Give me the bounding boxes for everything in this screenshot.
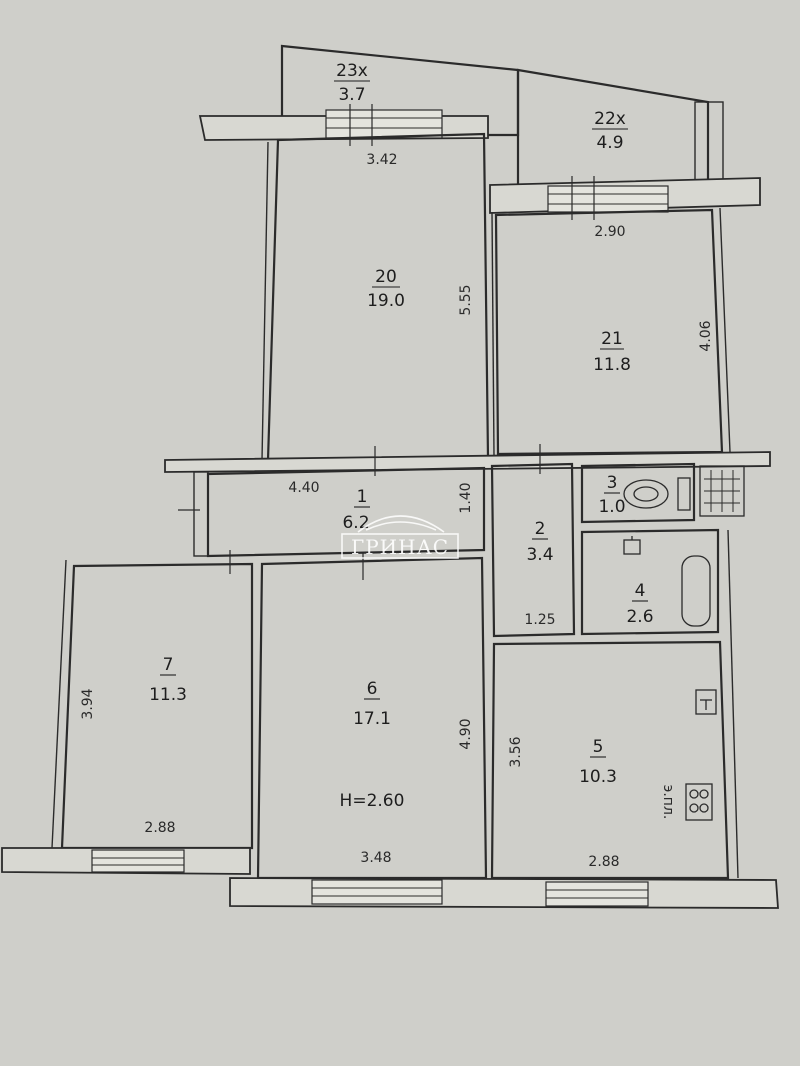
toilet-bowl-icon bbox=[623, 479, 669, 509]
dim-room-21-width: 2.90 bbox=[594, 224, 625, 240]
room-20-wall-left-outer bbox=[261, 141, 269, 461]
window-room-7 bbox=[91, 849, 185, 873]
room-5-wall-right-outer bbox=[727, 529, 739, 879]
room-23-number: 23х bbox=[336, 61, 368, 81]
room-20-wall-right-outer bbox=[491, 211, 495, 457]
bathtub-icon bbox=[681, 555, 711, 627]
window-room-20 bbox=[325, 104, 443, 146]
dim-corridor-width: 1.40 bbox=[458, 482, 474, 513]
room-3-area: 1.0 bbox=[598, 497, 625, 517]
room-1-area: 6.2 bbox=[342, 513, 369, 533]
dim-room-5-width: 2.88 bbox=[588, 854, 619, 870]
toilet-tank bbox=[677, 477, 691, 511]
dim-hall-width: 1.25 bbox=[524, 612, 555, 628]
room-23-area: 3.7 bbox=[338, 85, 365, 105]
dim-room-7-width: 2.88 bbox=[144, 820, 175, 836]
room-6-outline bbox=[256, 556, 488, 880]
toilet-seat bbox=[633, 486, 659, 502]
corridor-band bbox=[164, 451, 771, 473]
watermark-logo: ГРИНАС bbox=[341, 515, 459, 559]
room-2-area: 3.4 bbox=[526, 545, 553, 565]
room-7-wall-left-outer bbox=[51, 559, 67, 849]
room-4-number: 4 bbox=[635, 581, 646, 601]
room-21-wall-right-outer bbox=[719, 207, 731, 453]
room-2-outline bbox=[490, 462, 576, 638]
dim-room-6-width: 3.48 bbox=[360, 850, 391, 866]
room-7-area: 11.3 bbox=[149, 685, 187, 705]
room-5-area: 10.3 bbox=[579, 767, 617, 787]
room-5-outline bbox=[490, 640, 730, 880]
room-21-area: 11.8 bbox=[593, 355, 631, 375]
room-20-number: 20 bbox=[375, 267, 397, 287]
window-room-21 bbox=[547, 176, 669, 220]
room-4-outline bbox=[580, 528, 720, 636]
stove-label: э.пл. bbox=[660, 785, 676, 820]
room-7-outline bbox=[60, 562, 254, 850]
room-1-number: 1 bbox=[357, 487, 368, 507]
dim-room-6-length: 4.90 bbox=[458, 718, 474, 749]
room-6-area: 17.1 bbox=[353, 709, 391, 729]
dim-room-20-width: 3.42 bbox=[366, 152, 397, 168]
room-22-number: 22х bbox=[594, 109, 626, 129]
window-room-5 bbox=[545, 881, 649, 907]
room-22-area: 4.9 bbox=[596, 133, 623, 153]
dim-room-21-length: 4.06 bbox=[698, 320, 714, 351]
dim-room-7-length: 3.94 bbox=[80, 688, 96, 719]
room-1-end-wall bbox=[193, 471, 209, 557]
dim-room-20-length: 5.55 bbox=[458, 284, 474, 315]
room-5-number: 5 bbox=[593, 737, 604, 757]
room-2-number: 2 bbox=[535, 519, 546, 539]
watermark-text: ГРИНАС bbox=[351, 535, 449, 559]
dim-corridor-length: 4.40 bbox=[288, 480, 319, 496]
room-4-area: 2.6 bbox=[626, 607, 653, 627]
vent-grid-icon bbox=[699, 465, 745, 517]
stove-icon bbox=[685, 783, 713, 821]
room-3-number: 3 bbox=[607, 473, 618, 493]
room-6-number: 6 bbox=[367, 679, 378, 699]
sink-counter-icon bbox=[695, 689, 717, 715]
room-3-outline bbox=[580, 462, 696, 524]
room-7-number: 7 bbox=[163, 655, 174, 675]
sink-icon bbox=[623, 536, 641, 555]
dim-room-5-length: 3.56 bbox=[508, 736, 524, 767]
window-room-6 bbox=[311, 879, 443, 905]
ceiling-height-label: H=2.60 bbox=[340, 791, 405, 811]
room-20-area: 19.0 bbox=[367, 291, 405, 311]
room-21-number: 21 bbox=[601, 329, 623, 349]
